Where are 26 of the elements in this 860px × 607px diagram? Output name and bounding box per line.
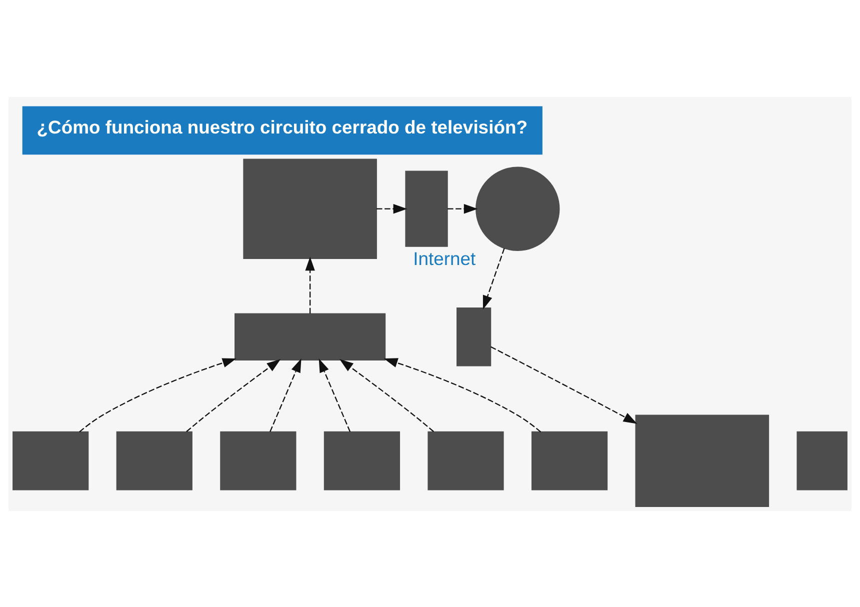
arrow: [384, 358, 542, 432]
arrow: [318, 358, 351, 432]
arrow: [340, 358, 434, 432]
arrow: [186, 358, 281, 432]
arrow: [79, 358, 236, 432]
arrow: [305, 256, 315, 314]
arrow: [448, 204, 478, 214]
node-box: [116, 430, 192, 490]
node-label: Internet: [413, 248, 476, 269]
node-box: [531, 430, 608, 490]
arrow: [270, 358, 302, 432]
arrow: [490, 346, 638, 424]
arrow: [376, 204, 408, 214]
node-box: [428, 430, 504, 490]
node-box: [234, 312, 386, 360]
node-box: [220, 430, 296, 490]
node-box: [456, 306, 492, 366]
node-box: [12, 430, 89, 490]
arrow: [482, 248, 505, 309]
node-box: [405, 170, 448, 246]
node-box: [635, 414, 770, 506]
node-box: [324, 430, 400, 490]
node-box: [796, 430, 848, 490]
diagram-title: ¿Cómo funciona nuestro circuito cerrado de televisión?: [36, 116, 528, 138]
node-box: [243, 158, 377, 259]
node-circle: [476, 166, 560, 250]
